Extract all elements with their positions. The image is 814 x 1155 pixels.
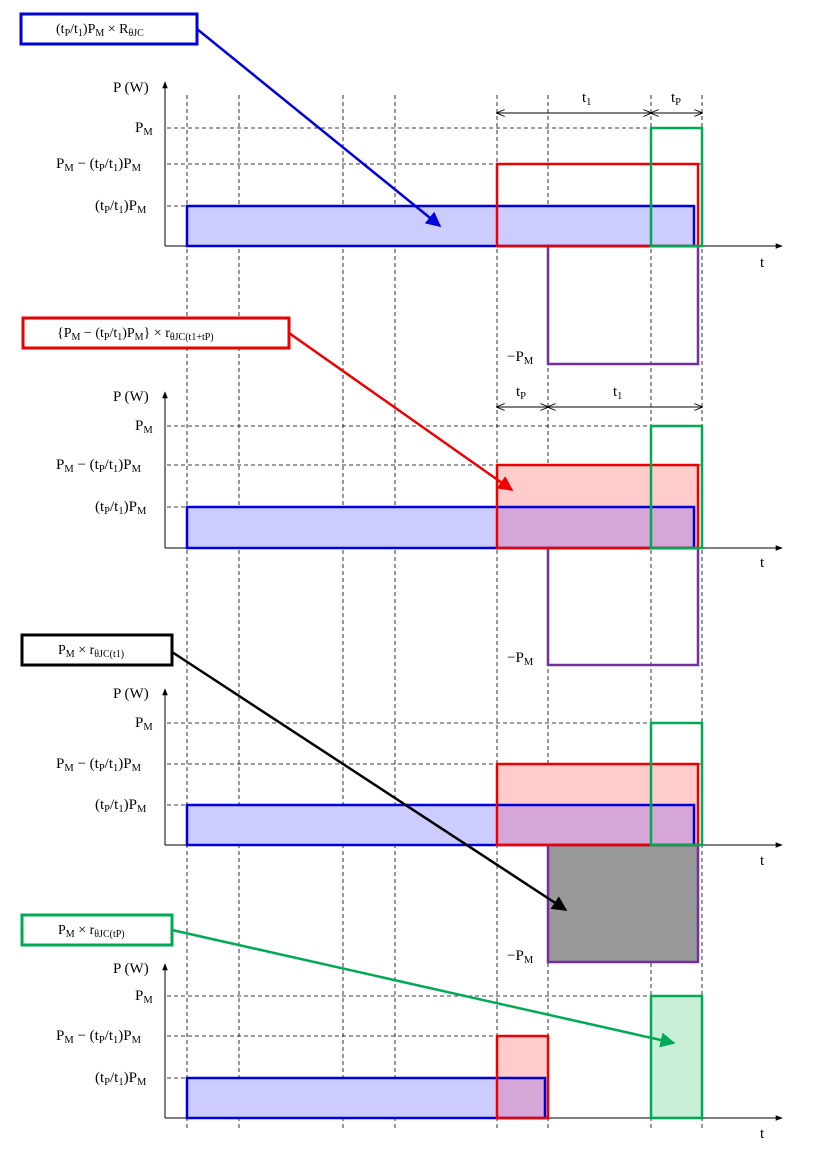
callout-box-black [20,633,174,667]
t1-label: t1 [582,90,591,108]
red-pulse [495,1034,550,1120]
green-pulse [649,721,704,847]
t1-label: t1 [613,384,622,402]
callout-text-blue: (tP/t1)PM × RθJC [56,22,144,39]
callout-3: PM × rθJC(t1) [20,633,568,912]
callout-text-green: PM × rθJC(tP) [58,923,125,940]
ratio-label: (tP/t1)PM [95,198,147,216]
neg-pm-label: −PM [507,650,534,668]
blue-pulse-train [185,204,696,248]
blue-pulse-train [185,505,696,550]
panel-2 [162,391,783,667]
p-axis-label: P (W) [113,389,149,405]
panel-4 [162,963,783,1121]
pm-minus-ratio-label: PM − (tP/t1)PM [56,457,142,475]
tp-label: tP [671,90,681,108]
purple-negative-pulse [546,546,700,667]
callout-box-green [20,913,174,947]
pm-label: PM [135,120,153,138]
ratio-label: (tP/t1)PM [95,499,147,517]
neg-pm-label: −PM [507,349,534,367]
blue-pulse-train [185,803,696,847]
callout-arrow-red [288,331,514,492]
panel-3 [162,688,783,964]
callout-4: PM × rθJC(tP) [20,913,676,1048]
vertical-guides [186,95,703,1128]
p-axis-label: P (W) [113,686,149,702]
green-pulse [649,126,704,248]
blue-pulse-train [185,1076,547,1120]
t-axis-label: t [760,853,765,869]
pm-minus-ratio-label: PM − (tP/t1)PM [56,156,142,174]
callout-arrow-blue [196,28,442,227]
t-axis-label: t [760,1126,765,1142]
pm-minus-ratio-label: PM − (tP/t1)PM [56,756,142,774]
ratio-label: (tP/t1)PM [95,1070,147,1088]
purple-negative-pulse [546,244,700,366]
t-axis-label: t [760,255,765,271]
callout-2: {PM − (tP/t1)PM} × rθJC(t1+tP) [21,316,514,492]
red-pulse [495,162,700,248]
gray-negative-area [548,845,698,962]
callout-1: (tP/t1)PM × RθJC [19,12,442,227]
callout-box-red [21,316,291,350]
ratio-label: (tP/t1)PM [95,797,147,815]
pm-label: PM [135,418,153,436]
green-pulse-filled [649,994,704,1120]
callout-arrow-green [171,928,676,1048]
callout-text-red: {PM − (tP/t1)PM} × rθJC(t1+tP) [57,326,214,343]
pm-minus-ratio-label: PM − (tP/t1)PM [56,1028,142,1046]
pm-label: PM [135,715,153,733]
p-axis-label: P (W) [113,80,149,96]
axis-labels: P (W) P (W) P (W) P (W) t t t t [113,80,765,1142]
green-pulse [649,424,704,550]
red-pulse [495,463,700,550]
neg-pm-label: −PM [507,948,534,966]
level-labels: PM PM PM PM PM − (tP/t1)PM PM − (tP/t1)P… [56,90,681,1088]
p-axis-label: P (W) [113,961,149,977]
tp-label: tP [516,384,526,402]
pm-label: PM [135,988,153,1006]
callout-arrow-black [171,650,568,912]
red-pulse [495,762,700,847]
callout-text-black: PM × rθJC(t1) [58,643,124,660]
t-axis-label: t [760,555,765,571]
